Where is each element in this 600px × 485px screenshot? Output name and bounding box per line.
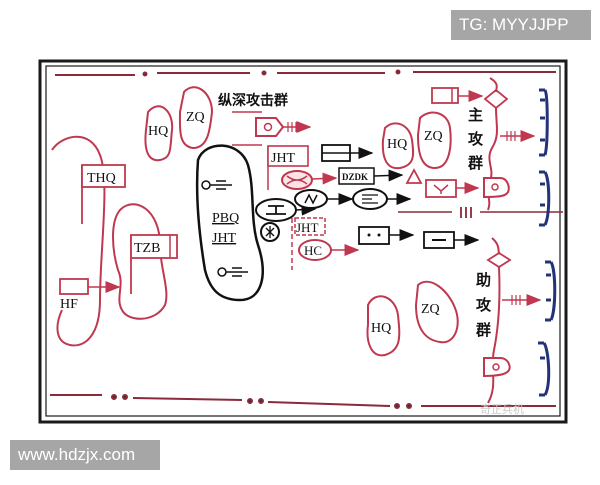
engineer-unit xyxy=(255,198,317,242)
enemy-line-4 xyxy=(538,341,551,397)
support-assault-vehicle xyxy=(483,357,511,378)
svg-text:JHT: JHT xyxy=(296,220,318,235)
hq-main-area xyxy=(381,122,415,170)
svg-text:助: 助 xyxy=(476,271,491,289)
jht-mid-flag: JHT xyxy=(291,217,326,270)
lined-oval-unit xyxy=(352,188,412,210)
hq-left-label: HQ xyxy=(148,124,168,139)
support-assault-front xyxy=(487,237,501,404)
top-phase-line xyxy=(55,69,556,77)
pbq-label: PBQ xyxy=(212,211,239,226)
zq-main-label: ZQ xyxy=(424,129,443,144)
svg-text:攻: 攻 xyxy=(468,130,484,148)
zq-left-label: ZQ xyxy=(186,110,205,125)
svg-text:HF: HF xyxy=(60,297,78,312)
tzb-area xyxy=(112,203,168,320)
hq-main-label: HQ xyxy=(387,137,407,152)
double-box-unit xyxy=(321,144,374,162)
enemy-line-1 xyxy=(539,88,549,157)
support-assault-label: 助 攻 群 xyxy=(476,271,492,339)
rear-area-outline xyxy=(51,135,106,347)
tzb-flag: TZB xyxy=(130,234,178,294)
zq-main-area xyxy=(416,111,452,170)
watermark-bottom: www.hdzjx.com xyxy=(10,440,160,470)
enemy-line-2 xyxy=(539,170,551,227)
support-assault-diamond xyxy=(486,251,512,269)
support-assault-arrow xyxy=(502,294,542,306)
hq-left-area xyxy=(144,105,174,162)
main-assault-diamond xyxy=(483,88,509,110)
pbq-symbol-top xyxy=(201,180,232,190)
enemy-positions xyxy=(538,88,557,397)
jht-top-flag: JHT xyxy=(267,145,309,190)
main-assault-arrow xyxy=(500,130,536,142)
dot-box-unit xyxy=(358,226,415,245)
zq-support-area xyxy=(414,280,459,344)
main-assault-label: 主 攻 群 xyxy=(468,106,484,172)
pbq-area xyxy=(195,144,264,302)
svg-text:主: 主 xyxy=(468,106,483,124)
dash-box-unit xyxy=(423,231,480,249)
enemy-line-3 xyxy=(545,260,557,322)
ew-unit xyxy=(281,170,338,190)
unit-boundary xyxy=(398,207,563,218)
svg-text:群: 群 xyxy=(468,154,483,172)
depth-assault-label: 纵深攻击群 xyxy=(218,92,288,109)
n-unit xyxy=(294,189,354,209)
thq-flag: THQ xyxy=(81,164,126,224)
svg-text:攻: 攻 xyxy=(476,296,492,314)
bottom-phase-line xyxy=(50,394,556,409)
svg-text:群: 群 xyxy=(476,321,491,339)
dzdk-box: DZDK xyxy=(338,167,404,185)
svg-text:HC: HC xyxy=(304,243,322,258)
diagram-frame xyxy=(38,59,568,424)
zq-left-area xyxy=(178,86,214,150)
triangle-marker xyxy=(405,168,423,184)
main-assault-top-box xyxy=(431,87,484,104)
corner-credit: 奇正兵机 xyxy=(480,402,524,416)
svg-text:JHT: JHT xyxy=(271,151,296,166)
zq-support-label: ZQ xyxy=(421,302,440,317)
jht-inner-label: JHT xyxy=(212,231,237,246)
hq-support-label: HQ xyxy=(371,321,391,336)
hq-support-area xyxy=(366,295,401,357)
depth-assault-unit xyxy=(232,111,312,146)
svg-text:DZDK: DZDK xyxy=(342,172,368,182)
hf-unit: HF xyxy=(59,278,121,312)
svg-text:THQ: THQ xyxy=(87,171,116,186)
hc-unit: HC xyxy=(298,239,360,261)
main-assault-vehicle xyxy=(425,177,510,199)
watermark-top: TG: MYYJJPP xyxy=(451,10,591,40)
pbq-symbol-bottom xyxy=(217,267,248,277)
svg-text:TZB: TZB xyxy=(134,241,160,256)
